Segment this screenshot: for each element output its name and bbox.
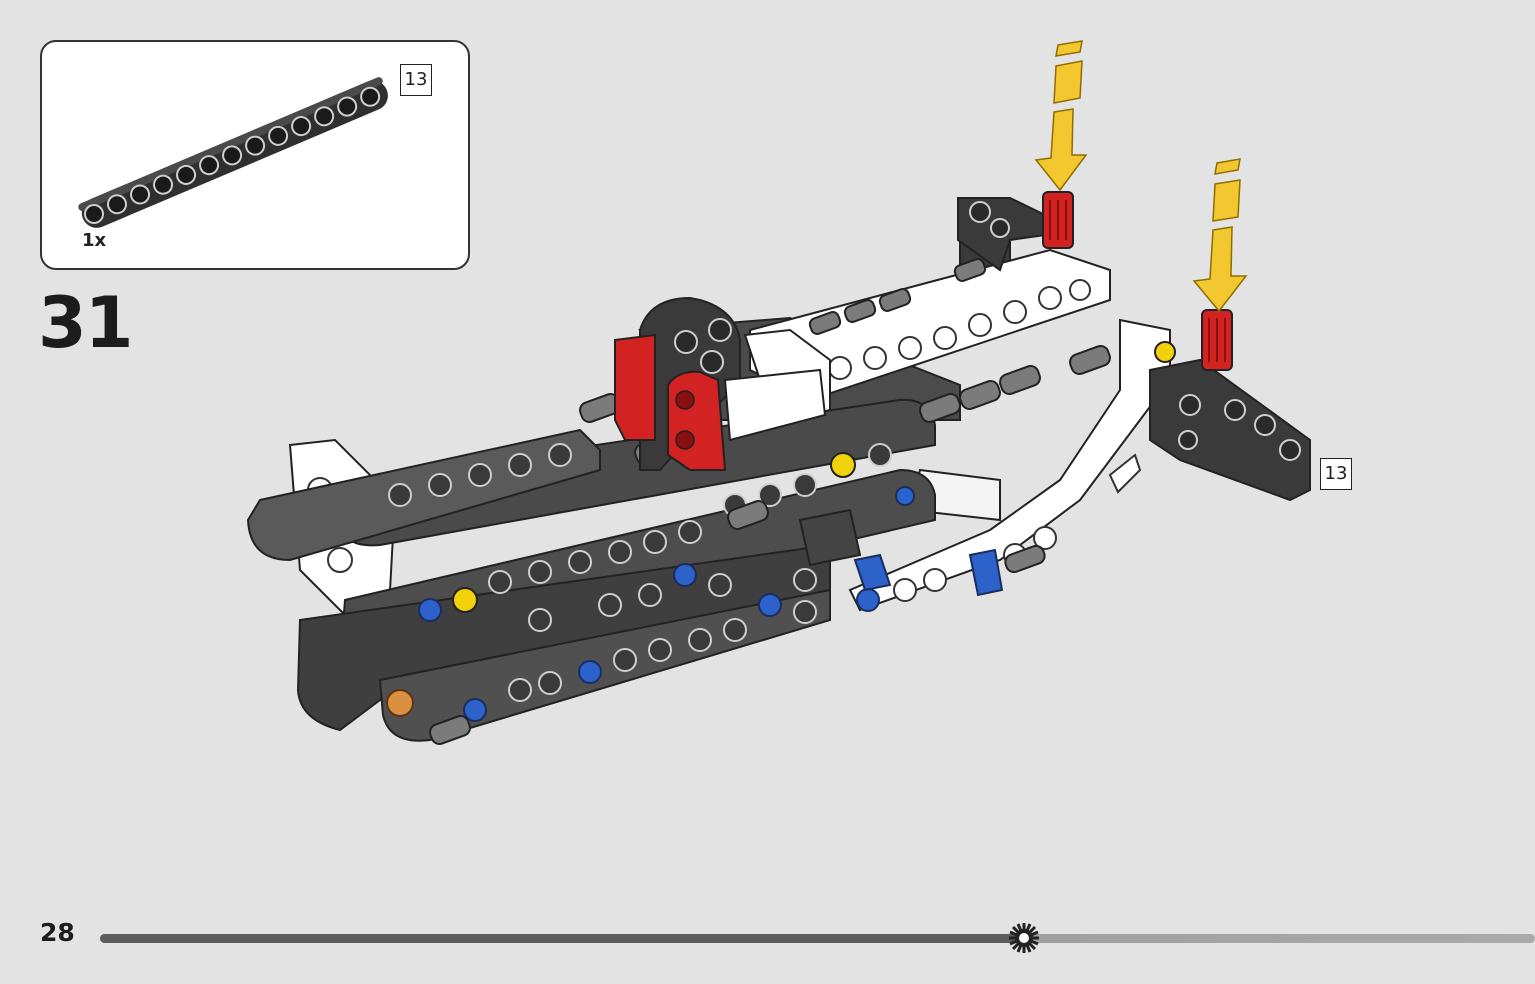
red-pin-right (1201, 309, 1233, 371)
part-length-tag: 13 (400, 64, 432, 96)
raised-assembly (614, 296, 831, 471)
yellow-axle-pins (452, 341, 1176, 613)
model-illustration (246, 40, 1311, 745)
progress-bar (100, 923, 1535, 953)
dark-connector (798, 508, 862, 567)
blue-axle-pins (418, 486, 1004, 722)
beam-holes (388, 443, 892, 702)
progress-fill (100, 934, 1025, 943)
step-number: 31 (38, 282, 133, 364)
beam-13-part-icon (78, 77, 388, 228)
red-pin-left (1042, 191, 1074, 249)
orange-bush (386, 689, 414, 717)
model-part-length-tag: 13 (1320, 458, 1352, 490)
gear-icon (1009, 923, 1040, 953)
part-quantity: 1x (82, 230, 107, 251)
arrow-down-icon (1034, 40, 1088, 192)
arrow-down-icon (1192, 158, 1248, 313)
dark-beam-front (296, 468, 936, 742)
black-lift-arm-back (1149, 358, 1311, 502)
parts-callout: 13 1x (40, 40, 470, 270)
grey-pins (429, 258, 1111, 745)
page-number: 28 (40, 918, 75, 947)
